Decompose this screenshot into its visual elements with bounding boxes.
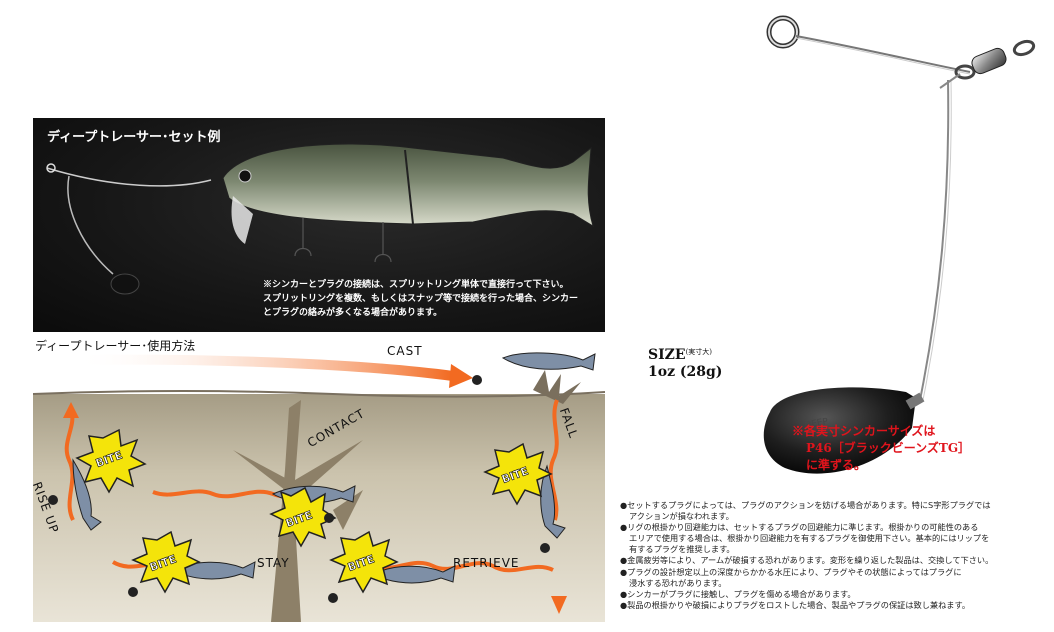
caution-notes: ●セットするプラグによっては、プラグのアクションを妨げる場合があります。特にS字… [620, 500, 1048, 611]
photo-title: ディープトレーサー･セット例 [47, 130, 221, 145]
red-note-line: P46［ブラックビーンズTG］ [806, 441, 971, 455]
cast-label: CAST [387, 344, 423, 358]
lure-icon [72, 352, 596, 584]
note-item: ●セットするプラグによっては、プラグのアクションを妨げる場合があります。特にS字… [620, 500, 991, 510]
split-ring-icon [766, 15, 800, 49]
retrieve-label: RETRIEVE [453, 556, 520, 570]
usage-title: ディープトレーサー･使用方法 [35, 339, 196, 353]
svg-text:DEEP: DEEP [804, 417, 830, 431]
note-item-cont: 有するプラグを推奨します。 [629, 544, 735, 555]
size-value: 1oz (28g) [648, 364, 723, 380]
note-item-cont: 浸水する恐れがあります。 [629, 577, 727, 588]
photo-sinker-icon [110, 273, 140, 295]
size-sub-label: (実寸大) [685, 348, 713, 356]
drop-wire [919, 79, 950, 401]
sinker-icon: DEEP [763, 387, 925, 474]
note-item: ●製品の根掛かりや破損によりプラグをロストした場合、製品やプラグの保証は致し兼ね… [620, 599, 971, 610]
lure-photo-illustration [46, 143, 594, 295]
swimbait-icon [222, 143, 594, 263]
swivel-icon [954, 39, 1036, 80]
photo-note-line: スプリットリングを複数、もしくはスナップ等で接続を行った場合、シンカー [263, 294, 579, 304]
red-note-line: に準ずる。 [806, 458, 867, 472]
note-item: ●シンカーがプラグに接触し、プラグを傷める場合があります。 [620, 588, 856, 599]
setup-example-photo: ディープトレーサー･セット例 ※シンカーとプラグの接続は、スプリットリング単体で… [33, 118, 605, 332]
photo-note-line: とプラグの絡みが多くなる場合があります。 [263, 308, 443, 318]
product-illustration: DEEP [763, 15, 1036, 474]
note-item: ●金属疲労等により、アームが破損する恐れがあります。変形を繰り返した製品は、交換… [620, 555, 994, 566]
note-item: ●リグの根掛かり回避能力は、セットするプラグの回避能力に準じます。根掛かりの可能… [620, 522, 979, 533]
usage-diagram: BITE BITE BITE BITE BITE CAST FALL CONTA… [30, 330, 606, 622]
note-item: ●プラグの設計想定以上の深度からかかる水圧により、プラグやその状態によってはプラ… [620, 566, 962, 577]
stay-label: STAY [257, 556, 290, 570]
note-item-cont: エリアで使用する場合は、根掛かり回避能力を有するプラグを御使用下さい。基本的には… [629, 533, 990, 544]
usage-diagram-art: BITE BITE BITE BITE BITE [32, 352, 606, 622]
arm-wire [795, 35, 971, 73]
sinker-size-note: ※各実寸シンカーサイズは P46［ブラックビーンズTG］ に準ずる。 [792, 423, 970, 474]
size-label: SIZE(実寸大) [648, 347, 713, 363]
note-item-cont: アクションが損なわれます。 [629, 511, 734, 522]
bite-burst-icon [75, 428, 553, 594]
red-note-line: ※各実寸シンカーサイズは [792, 424, 936, 438]
photo-connection-note: ※シンカーとプラグの接続は、スプリットリング単体で直接行って下さい。 スプリット… [263, 278, 595, 320]
photo-note-line: ※シンカーとプラグの接続は、スプリットリング単体で直接行って下さい。 [263, 280, 569, 290]
